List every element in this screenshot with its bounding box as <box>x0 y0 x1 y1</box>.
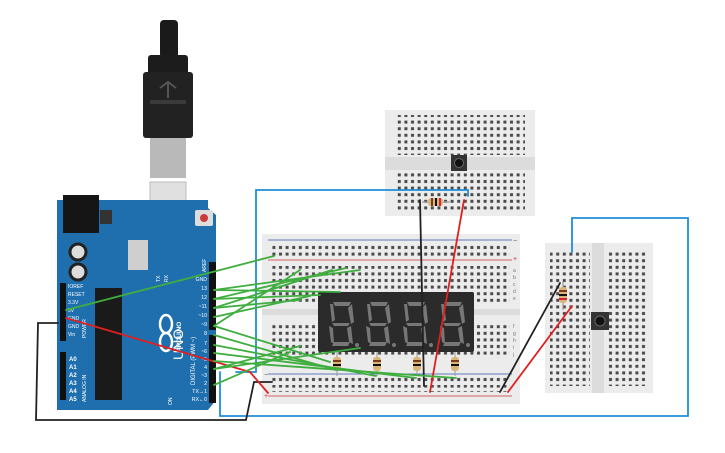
digital-header-top <box>209 262 216 330</box>
digital-title: DIGITAL (PWM ~) <box>191 337 197 385</box>
analog-title: ANALOG IN <box>82 374 88 402</box>
right-breadboard[interactable] <box>545 243 653 393</box>
power-jack <box>63 195 99 233</box>
pin-label-a5: A5 <box>69 397 77 403</box>
usb-cable-icon[interactable] <box>143 20 193 209</box>
pin-label-2: 2 <box>204 381 207 387</box>
pin-label-4: 4 <box>204 365 207 371</box>
arduino-board[interactable]: IOREF RESET 3.3V 5V GND GND Vin A0 A1 A2… <box>57 195 216 410</box>
rail-minus-label: − <box>513 238 517 245</box>
row-letter: f <box>513 324 515 330</box>
power-header <box>60 283 66 341</box>
pin-label-a2: A2 <box>69 373 77 379</box>
uno-label: UNO <box>170 329 186 360</box>
rail-minus-label: − <box>264 372 268 379</box>
pin-label-3v3: 3.3V <box>68 300 79 306</box>
pin-label-gnd: GND <box>195 277 207 283</box>
voltage-regulator <box>100 210 112 224</box>
pin-label-13: 13 <box>201 286 207 292</box>
row-letter: a <box>513 268 516 274</box>
arduino-logo: ARDUINO <box>158 313 183 353</box>
row-letter: i <box>513 345 514 351</box>
digit-4 <box>440 302 470 347</box>
row-letter: b <box>513 275 516 281</box>
resistor-icon[interactable] <box>451 352 459 376</box>
digital-header-bottom <box>209 335 216 403</box>
row-letter: h <box>513 338 516 344</box>
wire-black[interactable] <box>419 199 425 387</box>
rail-plus-label: + <box>513 256 517 263</box>
wire-green[interactable] <box>65 255 275 311</box>
pin-label-3: ~3 <box>201 373 207 379</box>
pin-label-gnd: GND <box>68 324 80 330</box>
pin-label-a1: A1 <box>69 365 77 371</box>
pin-label-12: 12 <box>201 295 207 301</box>
wire-black[interactable] <box>499 282 561 393</box>
pin-label-a4: A4 <box>69 389 77 395</box>
resistor-icon[interactable] <box>422 198 450 206</box>
row-letter: e <box>513 296 516 302</box>
pin-label-8: 8 <box>204 331 207 337</box>
pin-label-1: TX→1 <box>192 389 207 395</box>
pin-label-7: 7 <box>204 341 207 347</box>
pin-label-a3: A3 <box>69 381 77 387</box>
wire-red[interactable] <box>429 199 465 393</box>
seven-segment-display[interactable] <box>318 292 474 352</box>
wire-black[interactable] <box>35 322 273 421</box>
digit-3 <box>403 302 433 347</box>
wire-red[interactable] <box>507 305 573 393</box>
pin-label-a0: A0 <box>69 357 77 363</box>
crystal <box>128 240 148 270</box>
rail-plus-label: + <box>264 393 268 400</box>
pin-label-gnd: GND <box>68 316 80 322</box>
pin-label-10: ~10 <box>198 313 207 319</box>
row-letter: g <box>513 331 516 337</box>
digit-1 <box>329 302 359 347</box>
row-letter: c <box>513 282 516 288</box>
row-letter: j <box>512 352 514 358</box>
capacitor <box>68 242 88 262</box>
pin-label-5v: 5V <box>68 308 75 314</box>
resistor-icon[interactable] <box>413 352 421 376</box>
pin-label-11: ~11 <box>199 304 208 310</box>
wire-red[interactable] <box>65 317 269 394</box>
digit-2 <box>366 302 396 347</box>
pushbutton-icon[interactable] <box>451 155 467 171</box>
pin-label-0: RX←0 <box>192 397 207 403</box>
pin-label-5: ~5 <box>201 357 207 363</box>
arduino-brand: ARDUINO <box>176 322 183 352</box>
wire-blue[interactable] <box>219 217 689 417</box>
aref-label: AREF <box>202 259 208 272</box>
analog-header <box>60 352 66 400</box>
capacitor <box>68 262 88 282</box>
pin-label-reset: RESET <box>68 292 85 298</box>
on-label: ON <box>168 397 174 405</box>
pin-label-vin: Vin <box>68 332 75 338</box>
row-letter: d <box>513 289 516 295</box>
pin-label-ioref: IOREF <box>68 284 83 290</box>
rx-label: RX <box>164 274 170 282</box>
wire-green-bundle[interactable] <box>213 267 457 386</box>
pin-label-6: ~6 <box>201 349 207 355</box>
power-title: POWER <box>82 319 88 338</box>
pushbutton-icon[interactable] <box>591 312 609 330</box>
tx-label: TX <box>156 275 162 282</box>
pin-label-9: ~9 <box>201 322 207 328</box>
resistor-icon[interactable] <box>559 282 567 310</box>
microcontroller-chip <box>95 288 122 400</box>
